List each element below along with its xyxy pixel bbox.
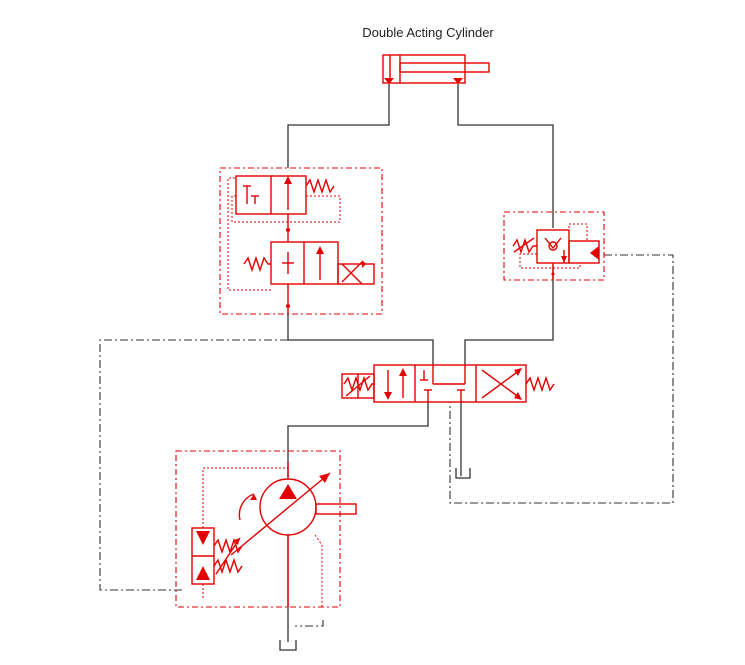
- pilot-lines: [99, 254, 674, 627]
- double-acting-cylinder[interactable]: [382, 54, 490, 84]
- diagram-title: Double Acting Cylinder: [362, 25, 494, 40]
- pressure-relief-valve[interactable]: [503, 211, 605, 281]
- tank-dcv: [455, 468, 471, 479]
- counterbalance-valve-assembly[interactable]: [219, 167, 383, 315]
- tank-pump: [279, 640, 297, 651]
- directional-control-valve-4-3[interactable]: [341, 364, 555, 403]
- pressure-compensator[interactable]: [191, 467, 288, 600]
- variable-displacement-pump[interactable]: [175, 450, 357, 608]
